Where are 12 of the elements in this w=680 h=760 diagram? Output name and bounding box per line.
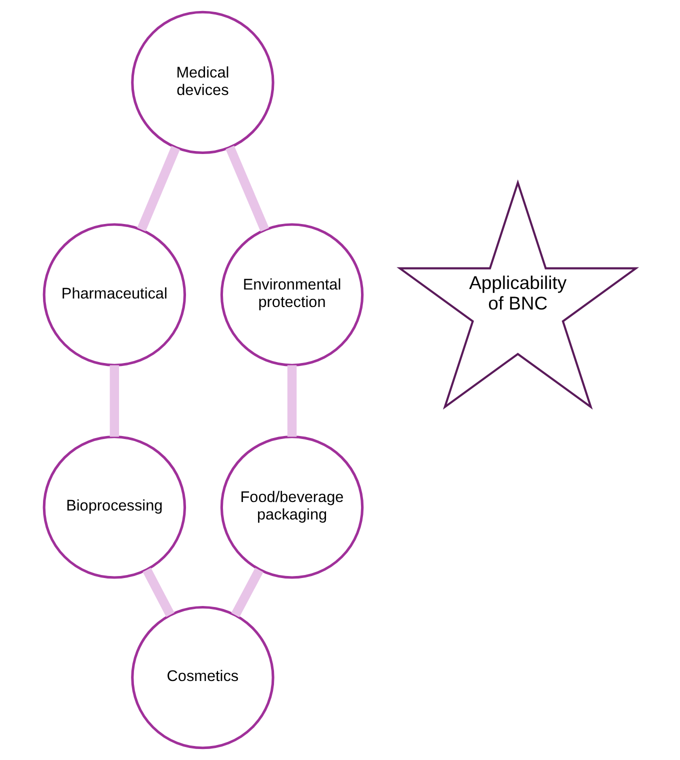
connector — [287, 365, 297, 437]
node-circle: Medical devices — [131, 10, 274, 154]
connector — [137, 146, 180, 232]
node-circle: Environmental protection — [220, 223, 364, 366]
connector — [226, 146, 270, 232]
connector — [142, 568, 174, 617]
node-circle: Pharmaceutical — [42, 223, 186, 366]
connector — [110, 365, 120, 437]
node-circle: Cosmetics — [131, 606, 274, 750]
node-circle: Bioprocessing — [42, 436, 186, 579]
node-circle: Food/beverage packaging — [220, 436, 364, 579]
connector — [231, 568, 264, 618]
